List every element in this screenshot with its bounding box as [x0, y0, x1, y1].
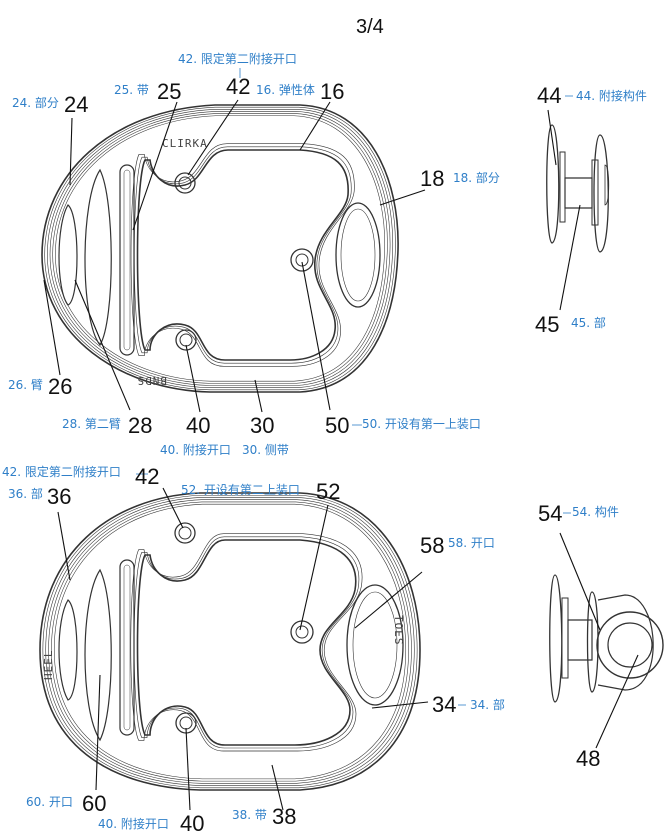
ann-36: 36. 部 [8, 486, 43, 501]
num-38: 38 [272, 804, 296, 829]
mount-opening-50 [290, 248, 314, 272]
bottom-plate-figure: HEEL TOES [39, 492, 421, 791]
top-plate-labels: 42. 限定第二附接开口 42 24. 部分 24 25. 带 25 16. 弹… [8, 51, 500, 457]
ann-30: 30. 侧带 [242, 443, 289, 457]
embossed-bottom: BNDS [137, 374, 168, 387]
ann-34: 34. 部 [470, 697, 505, 712]
num-30: 30 [250, 413, 274, 438]
embossed-top: CLIRKA [162, 137, 208, 150]
num-48: 48 [576, 746, 600, 771]
ann-60: 60. 开口 [26, 795, 73, 809]
num-24: 24 [64, 92, 88, 117]
ann-16: 16. 弹性体 [256, 83, 315, 97]
bottom-plate-leaders [57, 473, 466, 811]
num-34: 34 [432, 692, 456, 717]
num-44: 44 [537, 83, 561, 108]
ann-24: 24. 部分 [12, 95, 59, 110]
num-54: 54 [538, 501, 562, 526]
embossed-heel: HEEL [42, 650, 55, 681]
ann-45: 45. 部 [571, 315, 606, 330]
ann-42-top: 42. 限定第二附接开口 [178, 51, 297, 66]
ann-26: 26. 臂 [8, 378, 43, 392]
side-view-bottom: 54 54. 构件 48 [538, 501, 664, 771]
num-25: 25 [157, 79, 181, 104]
num-50: 50 [325, 413, 349, 438]
top-plate-leaders [43, 68, 426, 426]
num-16: 16 [320, 79, 344, 104]
mount-opening-52 [290, 620, 314, 644]
heel-slots [58, 568, 112, 742]
num-45: 45 [535, 312, 559, 337]
num-40-bottom: 40 [180, 811, 204, 835]
embossed-toes: TOES [392, 615, 405, 646]
top-plate-figure: CLIRKA BNDS [41, 104, 399, 393]
ann-52: 52. 开设有第二上装口 [181, 483, 300, 497]
ann-54: 54. 构件 [572, 504, 619, 519]
ann-50: 50. 开设有第一上装口 [362, 417, 481, 431]
num-60: 60 [82, 791, 106, 816]
band-strip-bottom [119, 559, 135, 736]
attachment-opening-42-bottom [174, 522, 196, 544]
bottom-plate-window [130, 533, 363, 752]
top-plate-window [130, 143, 355, 367]
ann-40-top: 40. 附接开口 [160, 442, 231, 457]
num-28: 28 [128, 413, 152, 438]
num-26: 26 [48, 374, 72, 399]
ann-42-bottom: 42. 限定第二附接开口 [2, 464, 121, 479]
ann-58: 58. 开口 [448, 536, 495, 550]
num-18: 18 [420, 166, 444, 191]
num-36: 36 [47, 484, 71, 509]
num-40-top: 40 [186, 413, 210, 438]
band-25 [119, 164, 135, 356]
attachment-opening-42 [174, 172, 196, 194]
ann-28: 28. 第二臂 [62, 417, 121, 431]
bottom-plate-labels: 42. 限定第二附接开口 42 36. 部 36 52. 开设有第二上装口 52… [2, 464, 505, 835]
ann-18: 18. 部分 [453, 170, 500, 185]
page-number: 3/4 [356, 16, 384, 38]
ann-40-bottom: 40. 附接开口 [98, 816, 169, 831]
ann-25: 25. 带 [114, 83, 149, 97]
side-view-top: 44 44. 附接构件 45 45. 部 [535, 83, 647, 337]
num-42-top: 42 [226, 74, 250, 99]
arm-26-slot [58, 168, 112, 347]
toe-window-58 [346, 584, 404, 706]
toe-window-18 [335, 202, 381, 308]
num-42-bottom: 42 [135, 464, 159, 489]
ann-44: 44. 附接构件 [576, 88, 647, 103]
num-52: 52 [316, 479, 340, 504]
num-58: 58 [420, 533, 444, 558]
ann-38: 38. 带 [232, 808, 267, 822]
